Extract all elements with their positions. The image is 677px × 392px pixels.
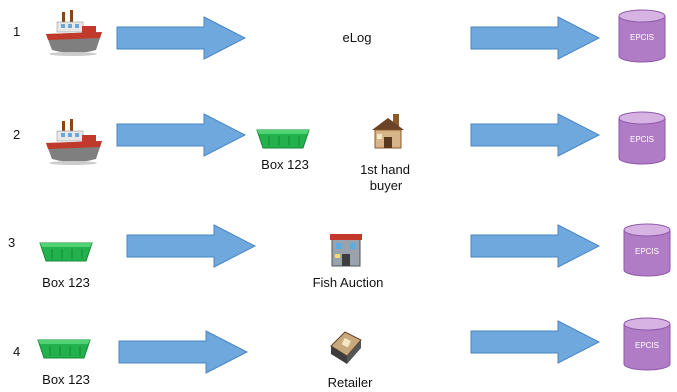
retailer-label: Retailer bbox=[327, 375, 373, 390]
arrow-icon bbox=[470, 224, 601, 268]
database-icon: EPCIS bbox=[623, 223, 671, 277]
epcis-label: EPCIS bbox=[630, 33, 654, 42]
epcis-label: EPCIS bbox=[630, 135, 654, 144]
arrow-icon bbox=[470, 320, 601, 364]
row-2-number: 2 bbox=[13, 127, 21, 142]
arrow-icon bbox=[118, 330, 249, 374]
arrow-icon bbox=[126, 224, 257, 268]
fish-box-icon bbox=[256, 129, 310, 149]
row-3-number: 3 bbox=[8, 235, 16, 250]
arrow-icon bbox=[116, 113, 247, 157]
house-icon bbox=[372, 114, 404, 149]
fish-box-icon bbox=[37, 339, 91, 359]
box-label: Box 123 bbox=[261, 157, 309, 172]
arrow-icon bbox=[470, 16, 601, 60]
fishing-boat-icon bbox=[46, 119, 102, 165]
row-1-number: 1 bbox=[13, 24, 21, 39]
buyer-label-line1: 1st hand bbox=[360, 162, 410, 177]
arrow-icon bbox=[116, 16, 247, 60]
fish-auction-label: Fish Auction bbox=[312, 275, 384, 290]
arrow-icon bbox=[470, 113, 601, 157]
elog-label: eLog bbox=[342, 30, 372, 45]
fish-box-icon bbox=[39, 242, 93, 262]
database-icon: EPCIS bbox=[623, 317, 671, 371]
fishing-boat-icon bbox=[46, 10, 102, 56]
epcis-label: EPCIS bbox=[635, 247, 659, 256]
epcis-label: EPCIS bbox=[635, 341, 659, 350]
auction-building-icon bbox=[330, 234, 362, 267]
database-icon: EPCIS bbox=[618, 9, 666, 63]
box-label: Box 123 bbox=[42, 372, 90, 387]
box-label: Box 123 bbox=[42, 275, 90, 290]
buyer-label-line2: buyer bbox=[369, 178, 403, 193]
database-icon: EPCIS bbox=[618, 111, 666, 165]
row-4-number: 4 bbox=[13, 344, 21, 359]
retailer-icon bbox=[330, 331, 362, 364]
